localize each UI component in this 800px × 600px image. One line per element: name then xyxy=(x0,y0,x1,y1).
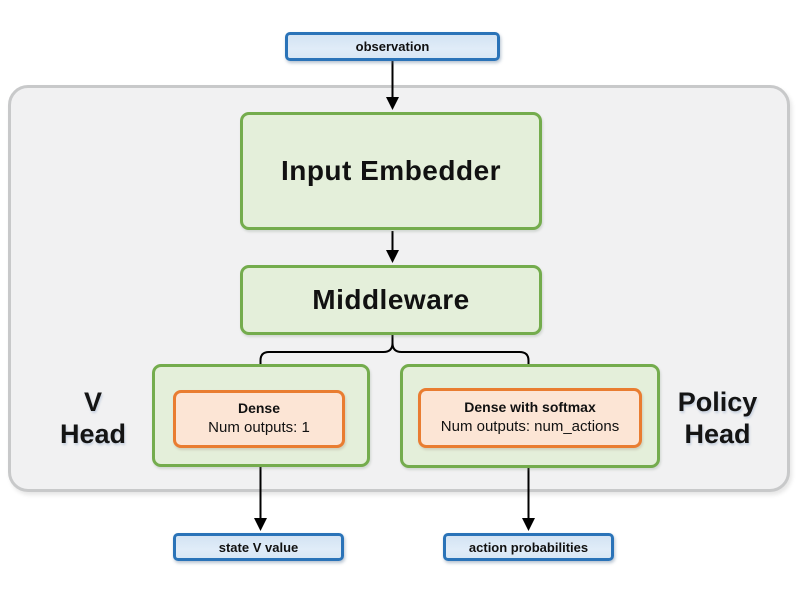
policy-head-label: Policy Head xyxy=(650,386,785,451)
policy-head-dense-block: Dense with softmax Num outputs: num_acti… xyxy=(418,388,642,448)
v-head-dense-subtitle: Num outputs: 1 xyxy=(208,419,310,437)
arrowhead-action-prob xyxy=(522,518,535,531)
input-embedder-node: Input Embedder xyxy=(240,112,542,230)
policy-head-dense-subtitle: Num outputs: num_actions xyxy=(440,418,620,436)
arrowhead-state-v xyxy=(254,518,267,531)
v-head-label-line1: V xyxy=(83,387,102,417)
v-head-dense-block: Dense Num outputs: 1 xyxy=(173,390,345,448)
policy-head-dense-title: Dense with softmax xyxy=(464,399,596,416)
observation-node: observation xyxy=(285,32,500,61)
action-probabilities-node: action probabilities xyxy=(443,533,614,561)
v-head-dense-title: Dense xyxy=(237,400,281,417)
v-head-label: V Head xyxy=(38,386,148,451)
middleware-node: Middleware xyxy=(240,265,542,335)
policy-head-label-line2: Head xyxy=(684,419,751,450)
state-v-value-node: state V value xyxy=(173,533,344,561)
v-head-label-line2: Head xyxy=(59,419,127,450)
policy-head-label-line1: Policy xyxy=(677,387,758,417)
